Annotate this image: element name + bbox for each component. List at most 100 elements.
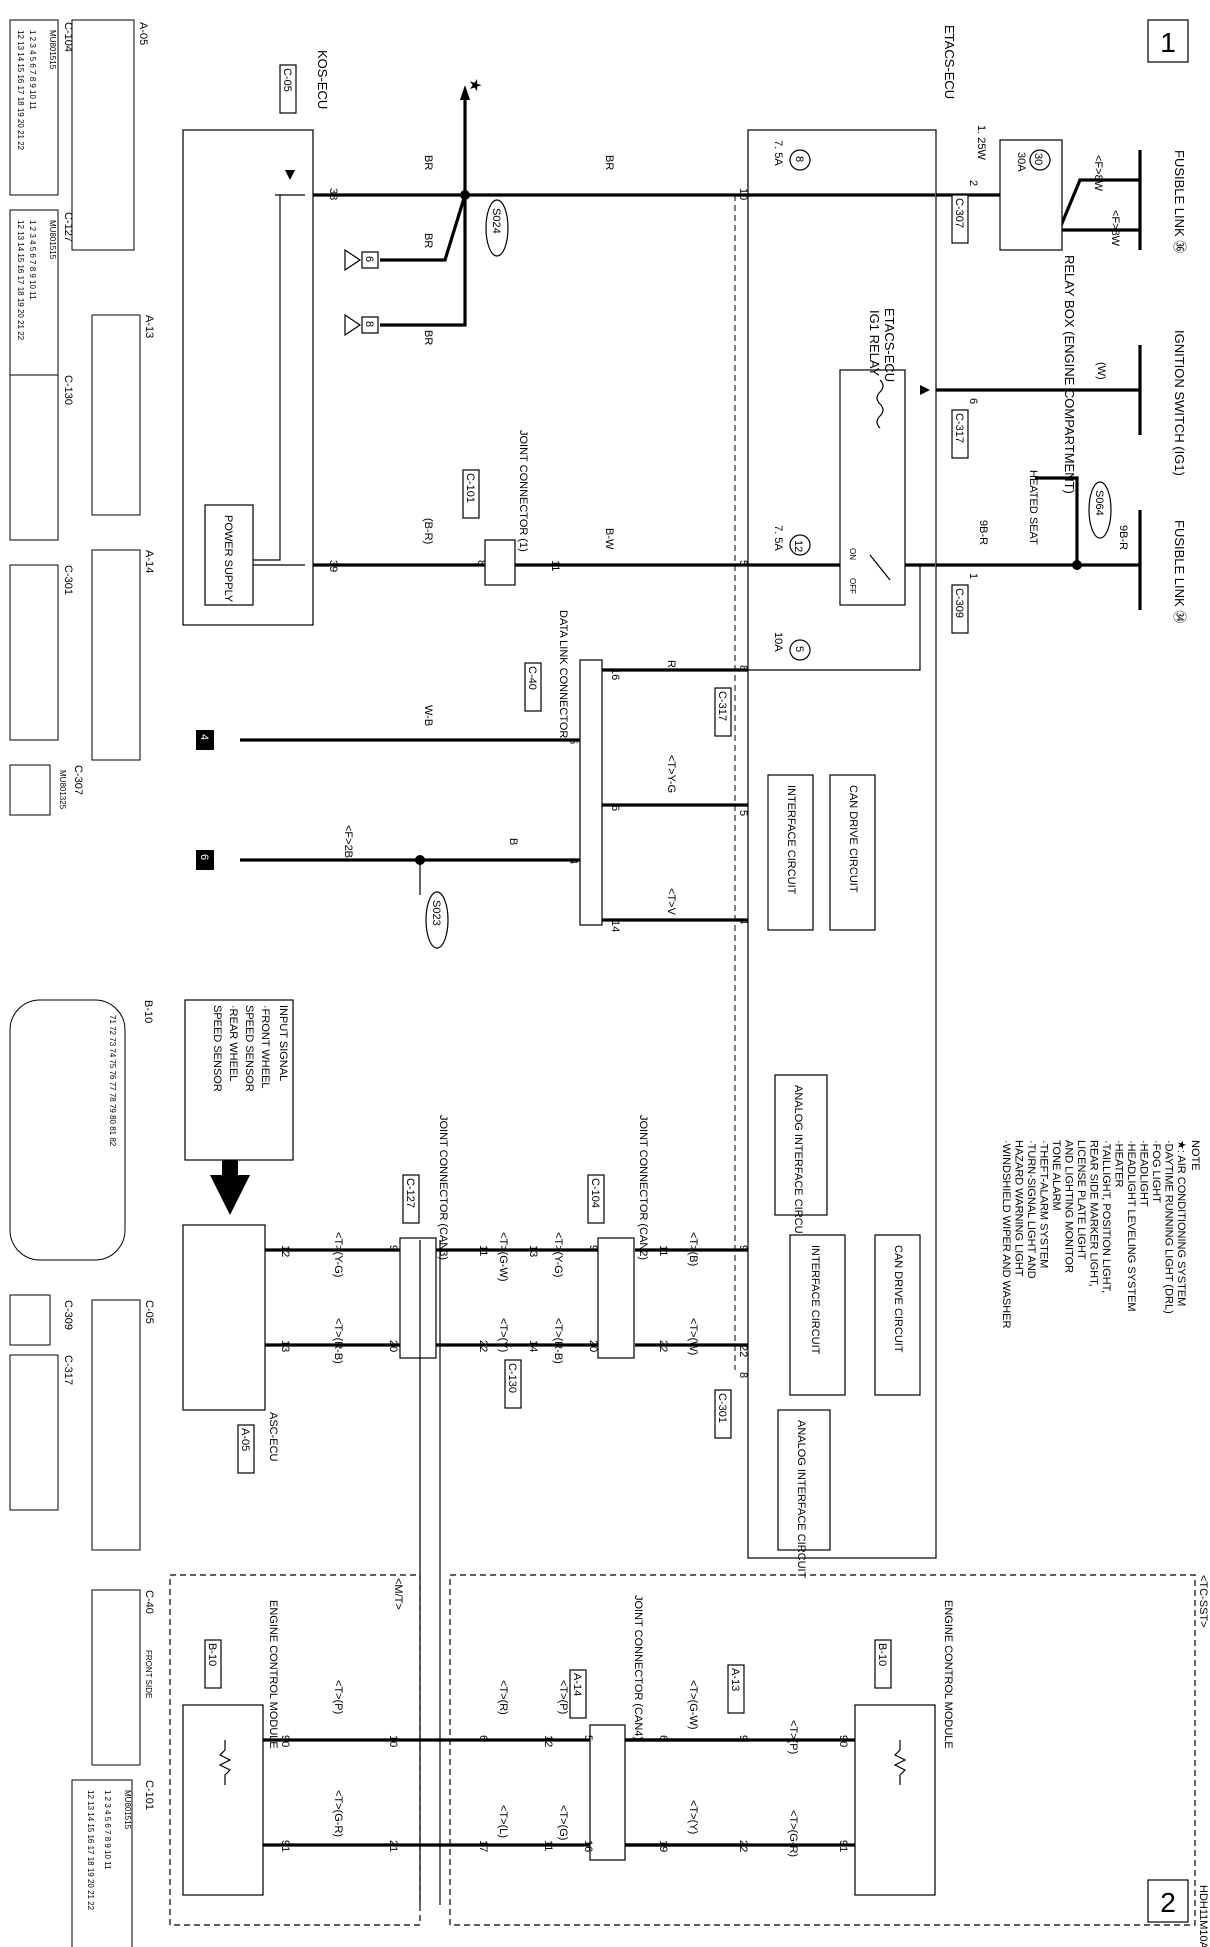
bw-label: B-W bbox=[603, 528, 615, 550]
s024-oval bbox=[485, 199, 509, 257]
etacs-wire-pin8 bbox=[748, 565, 921, 671]
c307-tag-text: C-307 bbox=[953, 198, 965, 228]
etacs-pin8b: 8 bbox=[737, 1372, 749, 1378]
a13-tag-text: A-13 bbox=[729, 1668, 741, 1691]
bot-p17: 17 bbox=[477, 1840, 489, 1852]
c301-tag-text: C-301 bbox=[716, 1393, 728, 1423]
note-line: REAR SIDE MARKER LIGHT, bbox=[1088, 1140, 1100, 1287]
fuse30-circle bbox=[1029, 149, 1051, 171]
bot-tp3-label: <T>(P) bbox=[332, 1680, 344, 1714]
can-p13: 13 bbox=[527, 1245, 539, 1257]
wire-f8w-label: <F>8W bbox=[1092, 155, 1104, 192]
c40-view-label: C-40 bbox=[143, 1590, 155, 1614]
c317-pin: 6 bbox=[967, 398, 979, 404]
bot-p91: 91 bbox=[837, 1840, 849, 1852]
c104-mu: MU801515 bbox=[48, 30, 57, 70]
can-drive-label: CAN DRIVE CIRCUIT bbox=[847, 785, 859, 893]
analog-box-2 bbox=[777, 1409, 831, 1551]
interface-box-2 bbox=[789, 1234, 846, 1396]
dlc4: 4 bbox=[567, 858, 579, 864]
relay-switch bbox=[869, 554, 891, 581]
note-line: ·TAILLIGHT, POSITION LIGHT, bbox=[1100, 1140, 1112, 1293]
can-drive-label-2: CAN DRIVE CIRCUIT bbox=[892, 1245, 904, 1353]
asc-ecu-label: ASC-ECU bbox=[267, 1412, 279, 1462]
c130-view bbox=[9, 374, 59, 541]
jc3-box bbox=[399, 1237, 437, 1359]
c101-mu: MU801515 bbox=[123, 1790, 132, 1830]
c317-tag bbox=[951, 409, 969, 459]
ig1-relay-label: ETACS-ECU bbox=[882, 308, 897, 382]
b-label: B bbox=[507, 838, 519, 845]
jc2-label: JOINT CONNECTOR (CAN2) bbox=[637, 1115, 649, 1260]
dlc-conn-tag bbox=[524, 662, 542, 712]
etacs-pin22: 22 bbox=[737, 1345, 749, 1357]
tcsst-label: <TC-SST> bbox=[1197, 1575, 1209, 1628]
c309-pin: 1 bbox=[967, 573, 979, 579]
c104-label: C-104 bbox=[62, 22, 74, 52]
c101-view-label: C-101 bbox=[143, 1780, 155, 1810]
br-label-1: BR bbox=[603, 155, 615, 170]
can-tw-label: <T>(W) bbox=[687, 1318, 699, 1355]
s023: S023 bbox=[430, 900, 442, 926]
bot-tgw-label: <T>(G-W) bbox=[687, 1680, 699, 1730]
fuse12-circle bbox=[789, 534, 811, 556]
mt-label: <M/T> bbox=[392, 1578, 404, 1610]
power-supply-label: POWER SUPPLY bbox=[222, 515, 234, 603]
can-drive-box bbox=[829, 774, 876, 931]
fuse5a: 10A bbox=[772, 632, 784, 652]
ecm2-box bbox=[182, 1704, 264, 1896]
bot-tgr2-label: <T>(G-R) bbox=[332, 1790, 344, 1837]
wire-f8w-a bbox=[1053, 178, 1140, 241]
can-p12: 12 bbox=[279, 1245, 291, 1257]
c301-tag bbox=[714, 1389, 732, 1439]
kos-internal-link bbox=[253, 195, 281, 561]
diode-icon bbox=[920, 385, 930, 395]
ecm2-resistor-icon bbox=[218, 1740, 232, 1785]
etacs-pin5b: 5 bbox=[737, 810, 749, 816]
ecm2-label: ENGINE CONTROL MODULE bbox=[267, 1600, 279, 1749]
c104-row1: 1 2 3 4 5 6 7 8 9 10 11 bbox=[28, 30, 37, 110]
relay-off: OFF bbox=[848, 578, 857, 594]
can-p14: 14 bbox=[527, 1340, 539, 1352]
note-line: HAZARD WARNING LIGHT bbox=[1013, 1140, 1025, 1277]
kos-ecu-label: KOS-ECU bbox=[315, 50, 330, 109]
c309-view bbox=[9, 1294, 51, 1346]
can-p20b: 20 bbox=[387, 1340, 399, 1352]
a14-view-label: A-14 bbox=[143, 550, 155, 573]
can-ty-label: <T>(Y) bbox=[497, 1318, 509, 1352]
r-label: R bbox=[665, 660, 677, 668]
can-tgw-label: <T>(G-W) bbox=[497, 1232, 509, 1282]
ignition-switch-label: IGNITION SWITCH (IG1) bbox=[1172, 330, 1187, 476]
ecm1-resistor-icon bbox=[893, 1740, 907, 1785]
page-marker-1 bbox=[1147, 19, 1189, 63]
can-trb-label: <T>(R-B) bbox=[552, 1318, 564, 1364]
fuse12a: 7. 5A bbox=[772, 525, 784, 551]
heated-seat: HEATED SEAT bbox=[1027, 470, 1039, 545]
c40-view bbox=[91, 1589, 141, 1766]
jc2-conn-tag bbox=[587, 1174, 605, 1224]
jc1-box bbox=[484, 539, 516, 586]
bot-p11: 11 bbox=[542, 1840, 554, 1851]
can-p9: 9 bbox=[587, 1245, 599, 1251]
page-marker-2-text: 2 bbox=[1160, 1887, 1176, 1918]
c130-tag-text: C-130 bbox=[506, 1363, 518, 1393]
c05-view bbox=[91, 1299, 141, 1551]
jc1-label: JOINT CONNECTOR (1) bbox=[517, 430, 529, 552]
c05-tag-text: C-05 bbox=[281, 68, 293, 92]
c104-row2: 12 13 14 15 16 17 18 19 20 21 22 bbox=[16, 30, 25, 151]
a14-view bbox=[91, 549, 141, 761]
interface-label-2: INTERFACE CIRCUIT bbox=[809, 1245, 821, 1355]
relay-on: ON bbox=[848, 548, 857, 560]
can-p22: 22 bbox=[657, 1340, 669, 1352]
c101-row2: 12 13 14 15 16 17 18 19 20 21 22 bbox=[86, 1790, 95, 1911]
bot-p9: 9 bbox=[737, 1735, 749, 1741]
s064-oval bbox=[1088, 481, 1112, 539]
c317-view bbox=[9, 1354, 59, 1511]
note-title: NOTE bbox=[1189, 1140, 1201, 1171]
can-tyg-label: <T>(Y-G) bbox=[552, 1232, 564, 1277]
fuse12: 12 bbox=[792, 540, 804, 552]
c307-mu: MU801325 bbox=[58, 770, 67, 810]
c309-tag-text: C-309 bbox=[953, 588, 965, 618]
br-label-3: BR bbox=[422, 233, 434, 248]
ecm1-conn: B-10 bbox=[876, 1643, 888, 1666]
